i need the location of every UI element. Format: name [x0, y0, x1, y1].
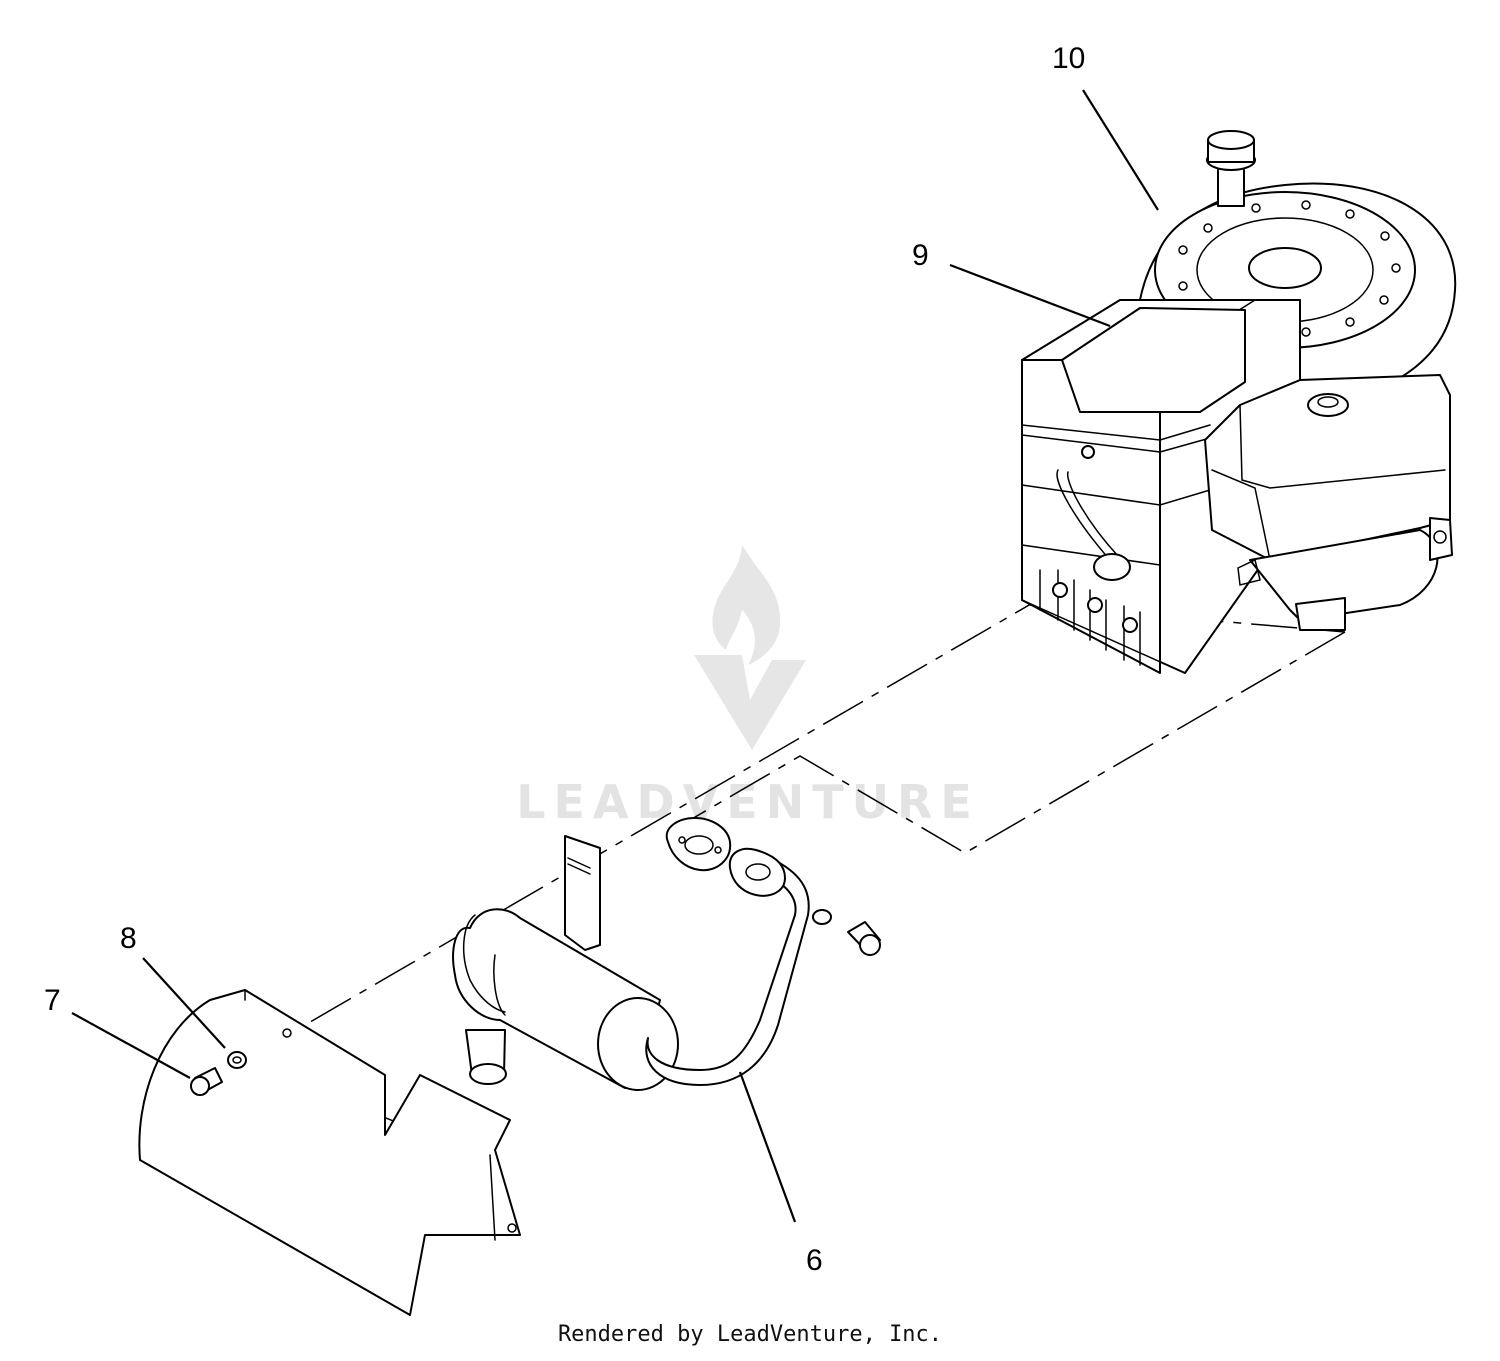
- lock-washer: [227, 1051, 247, 1069]
- screw: [190, 1067, 223, 1096]
- watermark-text: LEADVENTURE: [516, 775, 980, 829]
- watermark-v-icon: [694, 655, 806, 750]
- engine-decal: [1061, 307, 1246, 413]
- engine: [1021, 130, 1457, 674]
- callout-8: 8: [120, 922, 137, 955]
- callout-7: 7: [44, 984, 61, 1017]
- watermark-flame-icon: [712, 545, 781, 665]
- exhaust-gasket: [665, 817, 732, 872]
- callout-6: 6: [806, 1244, 823, 1277]
- callout-10: 10: [1052, 42, 1085, 75]
- footer-credit: Rendered by LeadVenture, Inc.: [557, 1322, 943, 1347]
- heat-shield: [138, 989, 521, 1316]
- callout-leaders: [71, 89, 1159, 1223]
- muffler: [452, 835, 881, 1091]
- leadventure-watermark: LEADVENTURE: [516, 545, 980, 829]
- callout-9: 9: [912, 239, 929, 272]
